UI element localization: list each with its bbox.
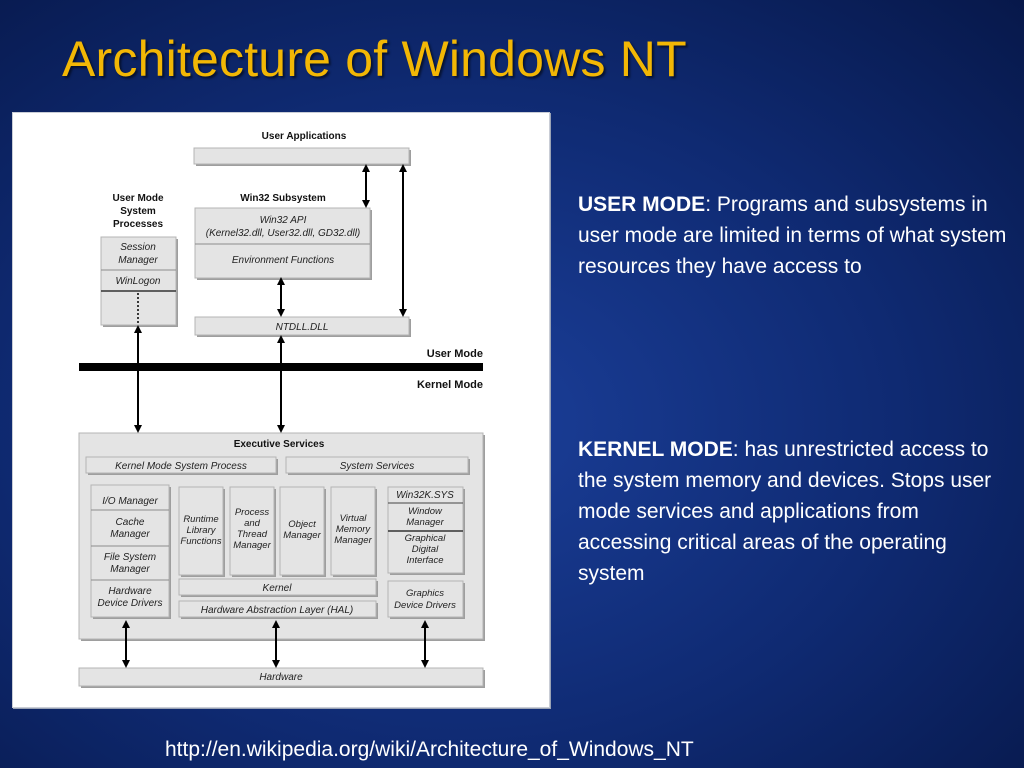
virtual-memory-manager-box (330, 486, 376, 576)
runtime-library-line3: Functions (180, 536, 221, 547)
environment-functions-label: Environment Functions (232, 255, 334, 266)
io-manager-label: I/O Manager (102, 496, 158, 507)
hardware-device-drivers-line2: Device Drivers (97, 598, 162, 609)
user-mode-body: : Programs and subsystems in user mode a… (578, 193, 1007, 278)
win32-subsystem-label: Win32 Subsystem (240, 193, 326, 204)
user-applications-label: User Applications (262, 131, 347, 142)
win32-api-line2: (Kernel32.dll, User32.dll, GD32.dll) (206, 228, 361, 239)
graphics-device-drivers-line1: Graphics (406, 588, 444, 599)
win32-subsystem-box (194, 207, 371, 279)
executive-services-label: Executive Services (234, 439, 325, 450)
file-system-manager-line1: File System (104, 552, 156, 563)
slide-title: Architecture of Windows NT (62, 31, 687, 87)
process-thread-line2: and (244, 518, 261, 529)
win32k-sys-box (387, 486, 464, 574)
window-manager-line1: Window (408, 506, 443, 517)
win32k-sys-label: Win32K.SYS (396, 490, 454, 501)
runtime-library-line1: Runtime (183, 514, 218, 525)
cache-manager-line1: Cache (116, 517, 145, 528)
object-manager-box (279, 486, 325, 576)
kernel-label: Kernel (263, 583, 293, 594)
graphics-device-drivers-box (387, 580, 464, 618)
kernel-mode-divider-label: Kernel Mode (417, 379, 483, 391)
virtual-memory-line3: Manager (334, 535, 372, 546)
process-thread-line1: Process (235, 507, 270, 518)
kernel-mode-body: : has unrestricted access to the system … (578, 438, 992, 585)
user-mode-label-line2: System (120, 206, 156, 217)
managers-column-box (90, 484, 170, 618)
architecture-diagram: User Applications User Mode System Proce… (12, 112, 550, 708)
session-manager-line1: Session (120, 242, 156, 253)
source-url: http://en.wikipedia.org/wiki/Architectur… (165, 738, 694, 761)
hardware-box (78, 667, 484, 687)
hal-box (178, 600, 377, 618)
graphics-device-drivers-line2: Device Drivers (394, 600, 456, 611)
user-mode-label-line1: User Mode (112, 193, 164, 204)
graphical-interface-line2: Digital (412, 544, 439, 555)
window-manager-line2: Manager (406, 517, 444, 528)
file-system-manager-line2: Manager (110, 564, 150, 575)
user-mode-description: USER MODE: Programs and subsystems in us… (578, 189, 1008, 282)
ntdll-label: NTDLL.DLL (276, 322, 329, 333)
win32-api-line1: Win32 API (260, 215, 307, 226)
virtual-memory-line1: Virtual (340, 513, 368, 524)
object-manager-line1: Object (288, 519, 316, 530)
object-manager-line2: Manager (283, 530, 321, 541)
system-services-box (285, 456, 469, 474)
system-services-label: System Services (340, 461, 414, 472)
graphical-interface-line3: Interface (407, 555, 444, 566)
user-mode-label-line3: Processes (113, 219, 163, 230)
kernel-mode-description: KERNEL MODE: has unrestricted access to … (578, 434, 1008, 589)
runtime-library-line2: Library (186, 525, 216, 536)
kernel-box (178, 578, 377, 596)
cache-manager-line2: Manager (110, 529, 150, 540)
kernel-mode-system-process-box (85, 456, 277, 474)
architecture-diagram-svg: User Applications User Mode System Proce… (78, 131, 485, 688)
user-applications-box (193, 147, 410, 165)
hal-label: Hardware Abstraction Layer (HAL) (201, 605, 353, 616)
user-mode-heading: USER MODE (578, 193, 706, 216)
session-manager-line2: Manager (118, 255, 158, 266)
virtual-memory-line2: Memory (336, 524, 372, 535)
hardware-label: Hardware (259, 672, 303, 683)
winlogon-label: WinLogon (116, 276, 161, 287)
hardware-device-drivers-line1: Hardware (108, 586, 152, 597)
graphical-interface-line1: Graphical (405, 533, 447, 544)
runtime-library-box (178, 486, 224, 576)
process-thread-manager-box (229, 486, 275, 576)
process-thread-line3: Thread (237, 529, 268, 540)
kernel-mode-heading: KERNEL MODE (578, 438, 733, 461)
process-thread-line4: Manager (233, 540, 271, 551)
kernel-mode-system-process-label: Kernel Mode System Process (115, 461, 247, 472)
user-mode-divider-label: User Mode (427, 348, 483, 360)
ntdll-box (194, 316, 410, 336)
